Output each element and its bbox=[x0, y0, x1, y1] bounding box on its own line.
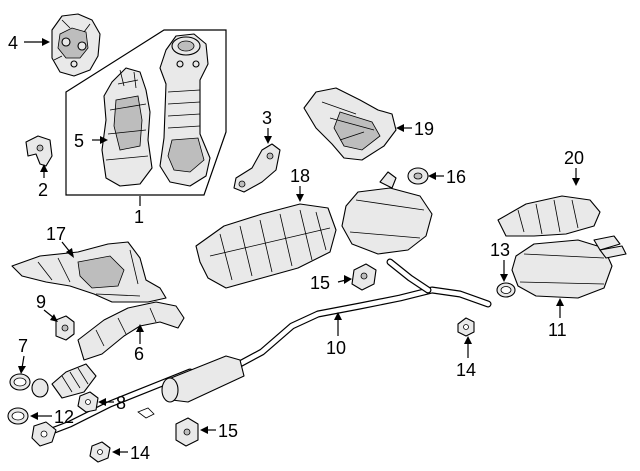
assembly-1-outline bbox=[65, 29, 227, 196]
part-15-lower-hanger bbox=[175, 417, 199, 447]
part-4-manifold-cover bbox=[51, 13, 101, 77]
callout-5: 5 bbox=[74, 131, 84, 151]
callout-15-lower: 15 bbox=[218, 421, 238, 441]
part-20-rear-heat-shield bbox=[497, 195, 601, 237]
callout-16: 16 bbox=[446, 167, 466, 187]
part-16-insulator bbox=[407, 167, 429, 185]
callout-18: 18 bbox=[290, 166, 310, 186]
part-5-converter-heat-shield bbox=[101, 67, 153, 187]
part-8-nut bbox=[77, 391, 99, 413]
part-1-catalytic-converter bbox=[159, 33, 211, 187]
part-front-flange bbox=[31, 421, 57, 447]
part-12-gasket bbox=[7, 407, 29, 425]
part-7-gasket bbox=[9, 373, 31, 391]
part-2-bracket bbox=[25, 135, 53, 167]
callout-11: 11 bbox=[548, 320, 567, 340]
part-11-rear-muffler bbox=[511, 235, 627, 299]
part-17-front-heat-shield bbox=[11, 241, 167, 303]
part-14-lower-nut bbox=[89, 441, 111, 463]
part-9-insulator bbox=[55, 315, 75, 341]
callout-12: 12 bbox=[54, 407, 74, 427]
part-3-hanger-bracket bbox=[233, 143, 281, 193]
part-flex-pipe bbox=[31, 363, 97, 399]
part-6-pipe-shield bbox=[77, 301, 185, 361]
part-18-floor-heat-shield bbox=[195, 203, 337, 289]
callout-10: 10 bbox=[326, 338, 346, 358]
callout-9: 9 bbox=[36, 292, 46, 312]
callout-labels: 4 5 1 2 3 19 18 16 20 17 13 15 9 11 7 6 … bbox=[8, 33, 584, 463]
leaders bbox=[18, 38, 580, 456]
callout-20: 20 bbox=[564, 148, 584, 168]
part-13-gasket bbox=[496, 282, 516, 298]
callout-13: 13 bbox=[490, 240, 510, 260]
callout-17: 17 bbox=[46, 224, 66, 244]
part-center-muffler bbox=[341, 171, 433, 255]
callout-14-lower: 14 bbox=[130, 443, 150, 463]
callout-14-upper: 14 bbox=[456, 360, 476, 380]
callout-4: 4 bbox=[8, 33, 18, 53]
part-center-resonator bbox=[161, 355, 245, 403]
callout-3: 3 bbox=[262, 108, 272, 128]
pipe-hanger-bracket bbox=[137, 407, 155, 419]
callout-2: 2 bbox=[38, 180, 48, 200]
callout-7: 7 bbox=[18, 336, 28, 356]
callout-19: 19 bbox=[414, 119, 434, 139]
part-15-upper-hanger bbox=[351, 263, 377, 291]
callout-15-upper: 15 bbox=[310, 273, 330, 293]
part-14-upper-nut bbox=[457, 317, 475, 337]
callout-8: 8 bbox=[116, 393, 126, 413]
part-19-heat-shield bbox=[303, 87, 397, 161]
callout-6: 6 bbox=[134, 344, 144, 364]
callout-1: 1 bbox=[134, 207, 144, 227]
